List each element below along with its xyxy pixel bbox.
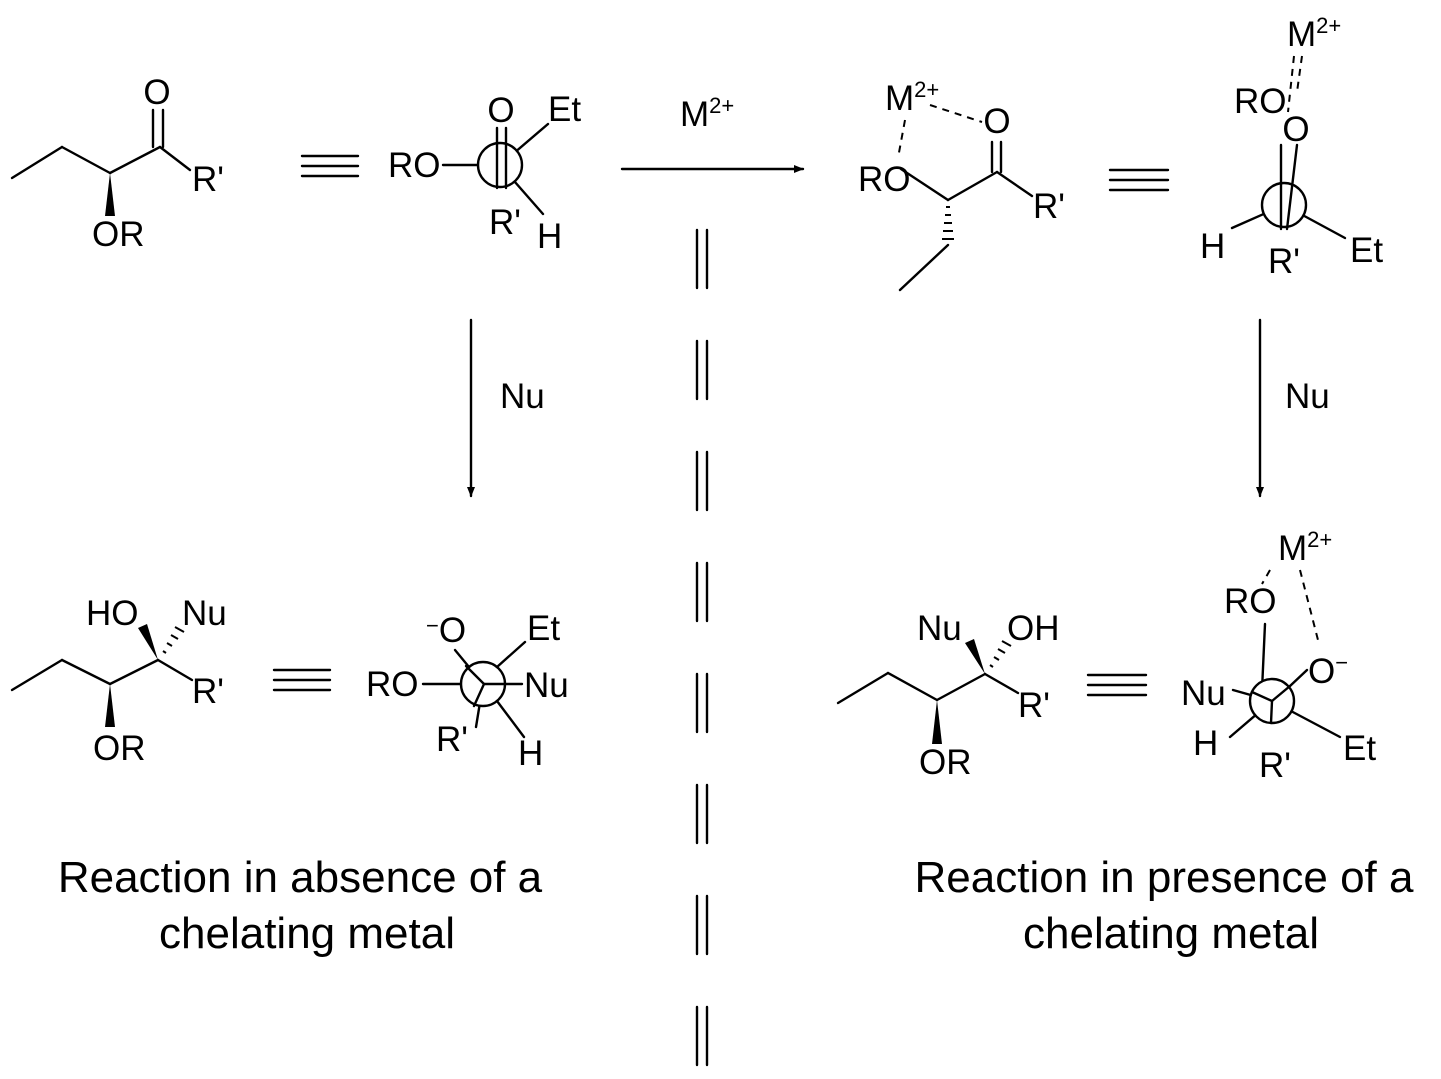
chelation-product-or-label: OR (919, 743, 972, 782)
product-r-prime-label: R' (192, 672, 224, 711)
et-label: Et (548, 90, 581, 129)
chelation-product-r-prime-label: R' (1018, 686, 1050, 725)
caption-right-line1: Reaction in presence of a (915, 853, 1415, 902)
nucleophile-label-left: Nu (500, 377, 545, 416)
nucleophile-arrow-right: Nu (1256, 318, 1330, 498)
newman-o-minus-chelate-label: O− (1308, 650, 1348, 691)
equivalence-symbol (1086, 673, 1148, 697)
newman-product-ro-label: RO (366, 665, 419, 704)
r-prime-label: R' (192, 160, 224, 199)
divider-line (695, 228, 709, 1067)
metal-reagent-label: M2+ (680, 93, 734, 134)
product-nu-label: Nu (182, 594, 227, 633)
newman-product-h-label: H (518, 734, 543, 773)
metal-arrow: M2+ (620, 93, 805, 173)
newman-chelation-nu-label: Nu (1181, 674, 1226, 713)
newman-chelation-h-label: H (1193, 724, 1218, 763)
chelated-ketone-skeletal-structure: M2+ O RO R' (858, 77, 1065, 292)
equivalence-symbol (300, 154, 360, 178)
newman-chelate-metal-label: M2+ (1287, 13, 1341, 54)
equivalence-symbol (272, 668, 332, 692)
newman-o-minus-label: −O (426, 611, 466, 650)
newman-r-prime-label: R' (489, 203, 521, 242)
caption-right-line2: chelating metal (1023, 909, 1319, 958)
chelation-product-nu-label: Nu (917, 609, 962, 648)
newman-product-nu-label: Nu (524, 666, 569, 705)
newman-product-et-label: Et (527, 609, 560, 648)
nucleophile-arrow-left: Nu (467, 318, 545, 498)
newman-chelation-r-prime-label: R' (1259, 746, 1291, 785)
nucleophile-label-right: Nu (1285, 377, 1330, 416)
ro-label: RO (388, 146, 441, 185)
caption-left-line2: chelating metal (159, 909, 455, 958)
newman-chelate-et-label: Et (1350, 231, 1383, 270)
chelation-product-skeletal-structure: Nu OH R' OR (836, 609, 1060, 782)
newman-chelate-r-prime-label: R' (1268, 242, 1300, 281)
newman-chelate-oxygen-label: O (1282, 110, 1309, 149)
chelate-r-prime-label: R' (1033, 187, 1065, 226)
newman-chelate-h-label: H (1200, 227, 1225, 266)
equivalence-symbol (1108, 168, 1170, 192)
chelate-ro-label: RO (858, 160, 911, 199)
newman-product-metal-label: M2+ (1278, 527, 1332, 568)
felkin-product-skeletal-structure: HO Nu R' OR (10, 594, 227, 768)
newman-projection-chelated-ketone: M2+ RO O H R' Et (1200, 13, 1383, 281)
oh-label: OH (1007, 609, 1060, 648)
newman-projection-ketone: RO O Et R' H (388, 90, 581, 256)
product-or-label: OR (93, 729, 146, 768)
newman-chelation-ro-label: RO (1224, 582, 1277, 621)
ketone-skeletal-structure: O R' OR (10, 73, 224, 254)
carbonyl-oxygen-label: O (143, 73, 170, 112)
caption-left-line1: Reaction in absence of a (58, 853, 543, 902)
chelate-metal-label: M2+ (885, 77, 939, 118)
newman-oxygen-label: O (487, 91, 514, 130)
newman-projection-chelation-product: M2+ RO O− Nu H R' Et (1181, 527, 1376, 785)
newman-h-label: H (537, 217, 562, 256)
newman-projection-felkin-product: −O Et RO Nu R' H (366, 609, 569, 773)
newman-chelation-et-label: Et (1343, 729, 1376, 768)
or-label: OR (92, 215, 145, 254)
newman-chelate-ro-label: RO (1234, 82, 1287, 121)
chelate-oxygen-label: O (983, 102, 1010, 141)
ho-label: HO (86, 594, 139, 633)
newman-product-r-prime-label: R' (436, 720, 468, 759)
